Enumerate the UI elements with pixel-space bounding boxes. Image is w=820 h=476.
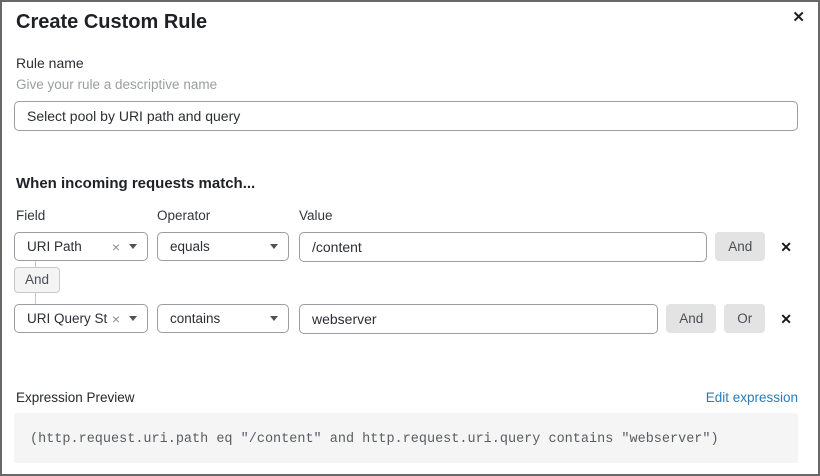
connector-and-badge: And [14,267,61,293]
and-button[interactable]: And [666,304,717,333]
field-select-value: URI Query St... [27,311,108,326]
clear-icon[interactable]: × [111,310,120,327]
expression-preview-header: Expression Preview Edit expression [16,390,798,405]
matcher-column-labels: Field Operator Value [16,207,798,224]
operator-select[interactable]: equals [157,232,289,261]
connector-line-top [35,261,36,267]
value-column-label: Value [299,208,333,223]
rule-name-help-text: Give your rule a descriptive name [16,77,218,92]
caret-down-icon [270,244,278,249]
expression-preview-box: (http.request.uri.path eq "/content" and… [14,413,798,463]
remove-row-icon[interactable]: ✕ [780,310,792,327]
field-select[interactable]: URI Query St... × [14,304,148,333]
operator-select[interactable]: contains [157,304,289,333]
remove-row-icon[interactable]: ✕ [780,238,792,255]
field-select[interactable]: URI Path × [14,232,148,261]
rule-name-input[interactable] [14,101,798,131]
and-button[interactable]: And [715,232,766,261]
clear-icon[interactable]: × [111,238,120,255]
expression-code: (http.request.uri.path eq "/content" and… [30,432,719,447]
rule-name-label: Rule name [16,55,84,71]
page-title: Create Custom Rule [16,11,208,33]
caret-down-icon [270,316,278,321]
value-input[interactable] [299,231,708,262]
operator-select-value: contains [170,311,221,326]
value-input[interactable] [299,303,659,334]
or-button[interactable]: Or [724,304,766,333]
operator-select-value: equals [170,239,210,254]
caret-down-icon [129,316,137,321]
field-select-value: URI Path [27,239,82,254]
operator-column-label: Operator [157,208,211,223]
expression-preview-label: Expression Preview [16,390,135,405]
close-icon[interactable]: ✕ [792,9,805,26]
row-connector: And [14,261,798,304]
condition-row-1: URI Path × equals And ✕ [14,231,798,262]
field-column-label: Field [16,208,46,223]
caret-down-icon [129,244,137,249]
connector-line-bottom [35,293,36,304]
edit-expression-link[interactable]: Edit expression [705,390,798,405]
condition-row-2: URI Query St... × contains And Or ✕ [14,303,798,334]
matcher-heading: When incoming requests match... [16,175,256,192]
